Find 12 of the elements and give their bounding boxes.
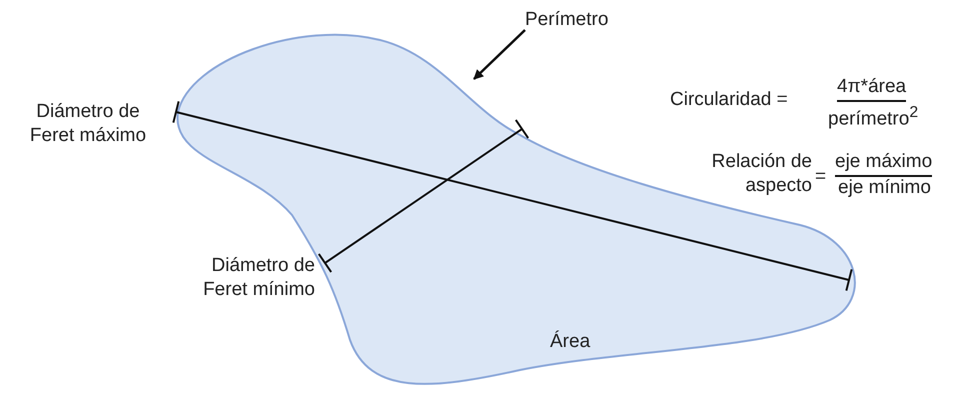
dimension-label: Diámetro de Feret mínimo (202, 254, 315, 302)
formula-denominator: eje mínimo (838, 176, 931, 200)
area-label: Área (550, 330, 590, 354)
dimension-label: Diámetro de Feret máximo (28, 100, 148, 148)
formula-numerator: eje máximo (835, 150, 932, 177)
perimeter-label: Perímetro (525, 8, 608, 32)
formula-denominator: perímetro$^{2}$ (828, 103, 918, 132)
formula-label: Relación de aspecto (710, 150, 812, 198)
arrow (473, 29, 526, 80)
formula-numerator: 4π*área (837, 75, 906, 102)
equals-sign: = (815, 165, 826, 189)
formula-label: Circularidad = (670, 88, 788, 112)
